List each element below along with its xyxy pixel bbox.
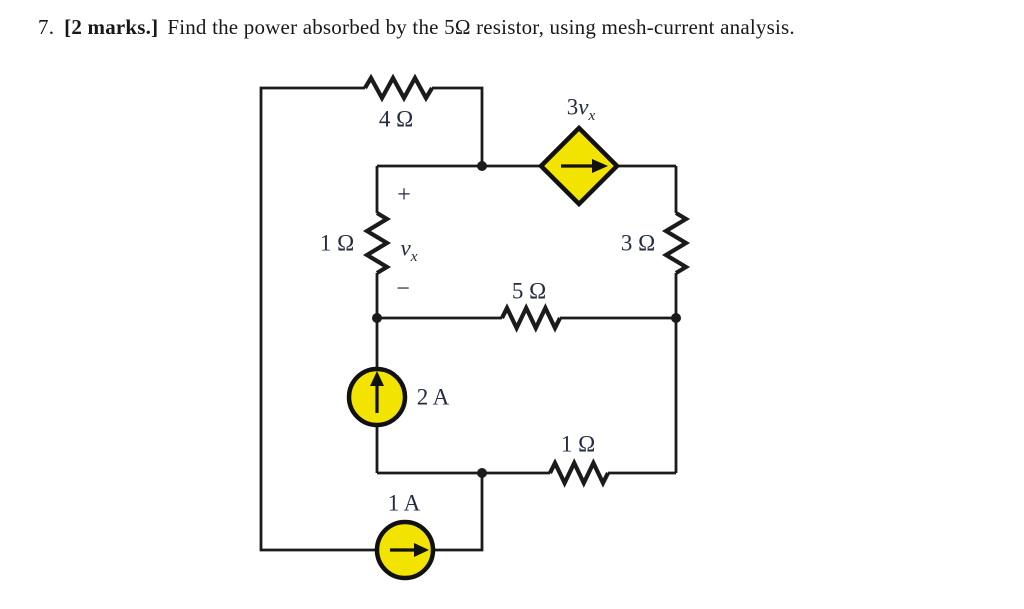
- wires: [259, 86, 678, 552]
- vx-label: vx: [400, 235, 418, 265]
- current-source-1a-label: 1 A: [387, 490, 421, 516]
- junction-dot-mid-left: [372, 313, 382, 323]
- dependent-source-label: 3vx: [566, 94, 595, 124]
- wire-outer-loop: [259, 86, 484, 552]
- junction-dot-bottom: [477, 468, 487, 478]
- current-source-2a-label: 2 A: [416, 384, 450, 410]
- problem-text: Find the power absorbed by the 5Ω resist…: [167, 15, 795, 39]
- problem-number: 7.: [38, 15, 55, 39]
- vx-minus-sign: −: [396, 276, 410, 302]
- resistor-3ohm-label: 3 Ω: [620, 230, 656, 256]
- junction-dots: [372, 161, 681, 478]
- resistor-4ohm-label: 4 Ω: [378, 106, 414, 132]
- vx-var: v: [400, 235, 411, 261]
- problem-marks: [2 marks.]: [64, 15, 159, 39]
- resistor-3ohm-right: [661, 211, 691, 275]
- dependent-source-var: v: [578, 94, 589, 120]
- problem-statement: 7. [2 marks.] Find the power absorbed by t…: [38, 15, 795, 40]
- current-source-2a: [346, 366, 408, 428]
- resistor-5ohm-label: 5 Ω: [511, 278, 547, 304]
- wire-top-right: [432, 86, 484, 166]
- dependent-current-source: [537, 124, 621, 208]
- vx-plus-sign: +: [397, 182, 411, 208]
- resistor-4ohm: [363, 73, 434, 103]
- arrow-up-head-icon: [370, 371, 384, 386]
- dependent-source-coeff: 3: [566, 94, 579, 120]
- junction-dot-top: [477, 161, 487, 171]
- current-source-1a: [374, 519, 436, 581]
- arrow-right-head-icon: [592, 159, 608, 173]
- dependent-source-sub: x: [588, 107, 596, 125]
- resistor-1ohm-bottom: [548, 458, 610, 488]
- resistor-1ohm-bottom-label: 1 Ω: [560, 431, 596, 457]
- resistor-5ohm: [500, 303, 562, 333]
- resistor-1ohm-left-label: 1 Ω: [319, 230, 355, 256]
- arrow-right-head-icon: [414, 543, 429, 557]
- vx-sub: x: [410, 248, 418, 266]
- resistor-1ohm-left: [362, 211, 392, 275]
- resistors: [362, 73, 691, 488]
- junction-dot-mid-right: [671, 313, 681, 323]
